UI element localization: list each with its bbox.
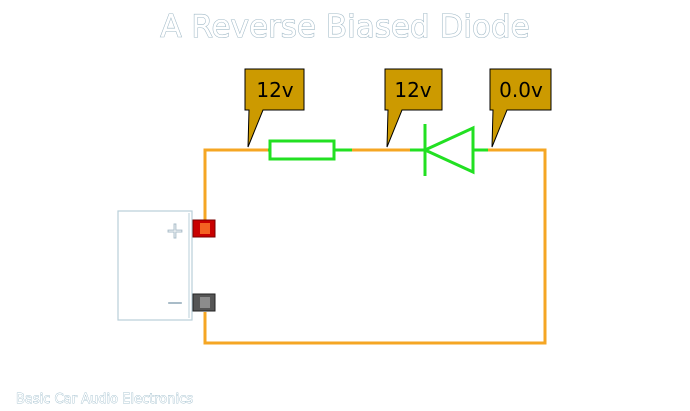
- diagram-title: A Reverse Biased Diode: [160, 9, 529, 45]
- wire-return: [203, 148, 547, 345]
- battery: + —: [117, 210, 216, 321]
- voltage-tag-1: 12v: [244, 68, 305, 148]
- positive-sign: +: [166, 219, 184, 244]
- wire-left-top: [203, 148, 268, 222]
- footer-caption: Basic Car Audio Electronics: [16, 392, 193, 407]
- diode: [410, 124, 488, 176]
- negative-sign: —: [168, 295, 182, 311]
- voltage-label: 12v: [394, 78, 431, 102]
- resistor: [268, 139, 352, 161]
- voltage-label: 12v: [256, 78, 293, 102]
- battery-body: [117, 210, 193, 321]
- voltage-tag-2: 12v: [384, 68, 443, 148]
- voltage-label: 0.0v: [499, 78, 543, 102]
- voltage-tag-3: 0.0v: [489, 68, 552, 148]
- diode-triangle: [421, 125, 475, 175]
- wire-loop: [203, 148, 547, 345]
